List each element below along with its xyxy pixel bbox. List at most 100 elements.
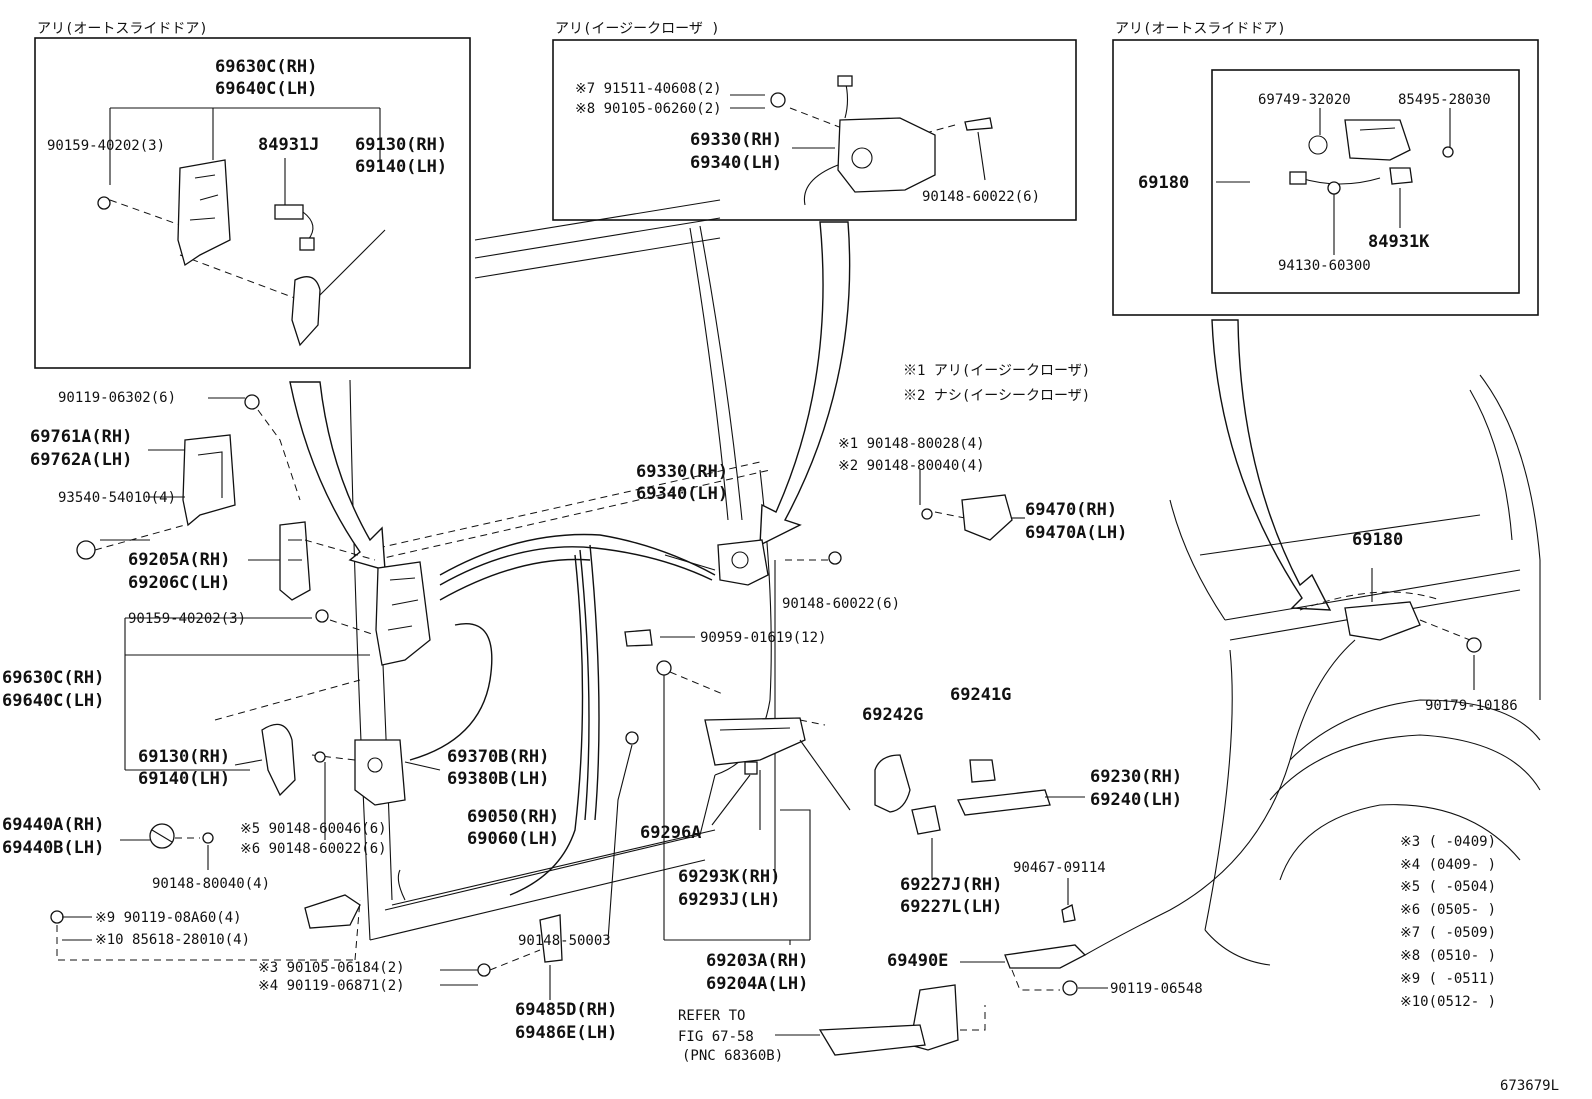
part-label: 69370B(RH) <box>447 747 549 767</box>
part-label: 90179-10186 <box>1425 698 1518 714</box>
part-label: 69470(RH) <box>1025 500 1117 520</box>
part-label: ※6 90148-60022(6) <box>240 841 387 857</box>
figure-id: 673679L <box>1500 1078 1559 1094</box>
part-label: 69204A(LH) <box>706 974 808 994</box>
part-label: 69206C(LH) <box>128 573 230 593</box>
part-label: 69486E(LH) <box>515 1023 617 1043</box>
part-label: ※5 90148-60046(6) <box>240 821 387 837</box>
legend-item: ※5 ( -0504) <box>1400 879 1496 895</box>
part-label: 69330(RH) <box>636 462 728 482</box>
refer-to-note: REFER TO FIG 67-58 (PNC 68360B) <box>678 1008 783 1064</box>
part-label: 69180 <box>1352 530 1403 550</box>
legend-item: ※10(0512- ) <box>1400 994 1496 1010</box>
part-label: ※2 90148-80040(4) <box>838 458 985 474</box>
legend-item: ※3 ( -0409) <box>1400 834 1496 850</box>
part-label: 69340(LH) <box>636 484 728 504</box>
note-2: ※2 ナシ(イーシークローザ) <box>903 388 1090 404</box>
part-label: 90148-60022(6) <box>782 596 900 612</box>
legend-item: ※8 (0510- ) <box>1400 948 1496 964</box>
inset-box-left <box>34 37 471 369</box>
date-legend: ※3 ( -0409) ※4 (0409- ) ※5 ( -0504) ※6 (… <box>1400 834 1496 1010</box>
part-label: 69380B(LH) <box>447 769 549 789</box>
legend-item: ※9 ( -0511) <box>1400 971 1496 987</box>
part-label: 69296A <box>640 823 701 843</box>
part-label: 69205A(RH) <box>128 550 230 570</box>
part-label: 84931J <box>258 135 319 155</box>
part-label: 69440B(LH) <box>2 838 104 858</box>
part-label: 69630C(RH) <box>2 668 104 688</box>
caption-middle-box: アリ(イージークローザ ) <box>555 21 720 37</box>
part-labels: 69630C(RH) 69640C(LH) 90159-40202(3) 849… <box>2 57 1518 1043</box>
caption-right-box: アリ(オートスライドドア) <box>1115 21 1286 37</box>
part-label: 69330(RH) <box>690 130 782 150</box>
part-label: 69130(RH) <box>138 747 230 767</box>
part-label: 69241G <box>950 685 1011 705</box>
part-label: 94130-60300 <box>1278 258 1371 274</box>
inset-right-parts <box>1216 108 1454 255</box>
part-label: 69640C(LH) <box>2 691 104 711</box>
part-label: 90467-09114 <box>1013 860 1106 876</box>
main-right-parts <box>775 470 1108 1056</box>
part-label: ※3 90105-06184(2) <box>258 960 405 976</box>
inset-box-right <box>1112 39 1539 316</box>
main-center-parts <box>539 539 851 1000</box>
part-label: 85495-28030 <box>1398 92 1491 108</box>
part-label: 69293K(RH) <box>678 867 780 887</box>
part-label: 84931K <box>1368 232 1430 252</box>
part-label: 69060(LH) <box>467 829 559 849</box>
inset-middle-parts <box>730 75 993 206</box>
captions: アリ(オートスライドドア) アリ(イージークローザ ) アリ(オートスライドドア… <box>37 21 1286 404</box>
part-label: 90148-80040(4) <box>152 876 270 892</box>
part-label: 69485D(RH) <box>515 1000 617 1020</box>
caption-left-box: アリ(オートスライドドア) <box>37 21 208 37</box>
part-label: 69762A(LH) <box>30 450 132 470</box>
part-label: 69130(RH) <box>355 135 447 155</box>
part-label: ※1 90148-80028(4) <box>838 436 985 452</box>
part-label: 90148-50003 <box>518 933 611 949</box>
inset-box-middle <box>552 39 1077 221</box>
refer-line-3: (PNC 68360B) <box>682 1048 783 1064</box>
part-label: 69470A(LH) <box>1025 523 1127 543</box>
part-label: 69240(LH) <box>1090 790 1182 810</box>
cables <box>409 533 716 896</box>
part-label: 93540-54010(4) <box>58 490 176 506</box>
part-label: 69340(LH) <box>690 153 782 173</box>
part-label: 69761A(RH) <box>30 427 132 447</box>
part-label: 69490E <box>887 951 948 971</box>
part-label: ※10 85618-28010(4) <box>95 932 250 948</box>
part-label: 69050(RH) <box>467 807 559 827</box>
part-label: 69749-32020 <box>1258 92 1351 108</box>
part-label: 69242G <box>862 705 923 725</box>
pointer-arrow-right <box>1211 319 1332 611</box>
part-label: 90119-06548 <box>1110 981 1203 997</box>
refer-line-2: FIG 67-58 <box>678 1029 754 1045</box>
legend-item: ※4 (0409- ) <box>1400 857 1496 873</box>
pointer-arrow-middle <box>759 221 851 547</box>
part-label: 69227J(RH) <box>900 875 1002 895</box>
part-label: ※9 90119-08A60(4) <box>95 910 242 926</box>
part-label: ※8 90105-06260(2) <box>575 101 722 117</box>
note-1: ※1 アリ(イージークローザ) <box>903 363 1090 379</box>
part-label: 69180 <box>1138 173 1189 193</box>
refer-line-1: REFER TO <box>678 1008 745 1024</box>
inset-left-parts <box>97 107 386 347</box>
part-label: 69140(LH) <box>138 769 230 789</box>
part-label: 90959-01619(12) <box>700 630 826 646</box>
sliding-door-outline <box>349 199 772 941</box>
part-label: 90148-60022(6) <box>922 189 1040 205</box>
legend-item: ※7 ( -0509) <box>1400 925 1496 941</box>
part-label: ※4 90119-06871(2) <box>258 978 405 994</box>
part-label: ※7 91511-40608(2) <box>575 81 722 97</box>
part-label: 69230(RH) <box>1090 767 1182 787</box>
part-label: 90119-06302(6) <box>58 390 176 406</box>
main-left-parts <box>50 394 541 986</box>
part-label: 69293J(LH) <box>678 890 780 910</box>
part-label: 69630C(RH) <box>215 57 317 77</box>
part-label: 69140(LH) <box>355 157 447 177</box>
part-label: 69440A(RH) <box>2 815 104 835</box>
part-label: 69640C(LH) <box>215 79 317 99</box>
part-label: 90159-40202(3) <box>47 138 165 154</box>
vehicle-rear-body <box>1084 374 1541 966</box>
